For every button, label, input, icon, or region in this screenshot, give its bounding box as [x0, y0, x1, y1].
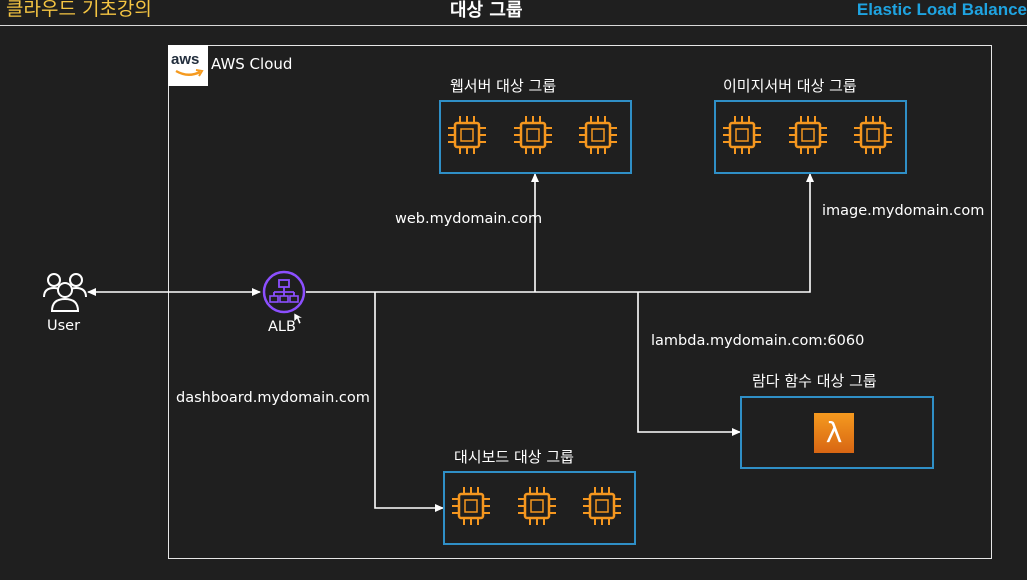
lambda-route-label: lambda.mydomain.com:6060 [651, 333, 865, 349]
lambda-target-group [740, 396, 934, 469]
web-group-title: 웹서버 대상 그룹 [450, 77, 557, 95]
alb-lambda-connector [637, 292, 741, 436]
lambda-group-title: 람다 함수 대상 그룹 [752, 372, 877, 390]
ec2-instance-icon [512, 114, 554, 156]
ec2-instance-icon [450, 485, 492, 527]
alb-dashboard-connector [374, 292, 444, 512]
dashboard-target-group [443, 471, 636, 545]
ec2-instance-icon [852, 114, 894, 156]
image-target-group [714, 100, 907, 174]
load-balancer-icon [262, 270, 306, 314]
web-target-group [439, 100, 632, 174]
ec2-instance-icon [577, 114, 619, 156]
course-title: 클라우드 기초강의 [6, 0, 152, 20]
lambda-icon: λ [814, 413, 854, 453]
user-label: User [47, 318, 81, 334]
aws-smile-icon [175, 69, 204, 77]
ec2-instance-icon [446, 114, 488, 156]
web-route-label: web.mydomain.com [395, 211, 543, 227]
aws-cloud-label: AWS Cloud [211, 55, 293, 73]
image-route-label: image.mydomain.com [822, 203, 985, 219]
dashboard-route-label: dashboard.mydomain.com [176, 390, 370, 406]
ec2-instance-icon [787, 114, 829, 156]
image-group-title: 이미지서버 대상 그룹 [723, 77, 857, 95]
dashboard-group-title: 대시보드 대상 그룹 [454, 448, 574, 466]
header-divider [0, 25, 1027, 26]
ec2-instance-icon [516, 485, 558, 527]
aws-logo-text: aws [171, 51, 200, 68]
service-title: Elastic Load Balance [856, 0, 1027, 19]
slide-title: 대상 그룹 [450, 0, 523, 21]
slide-header: 클라우드 기초강의 대상 그룹 Elastic Load Balance [0, 0, 1027, 26]
users-icon [43, 273, 87, 312]
aws-logo-icon: aws [168, 45, 208, 86]
alb-label: ALB [268, 319, 296, 335]
ec2-instance-icon [581, 485, 623, 527]
ec2-instance-icon [721, 114, 763, 156]
aws-cloud-frame [168, 45, 992, 559]
alb-image-connector [306, 173, 814, 293]
mouse-cursor-icon [293, 312, 305, 325]
